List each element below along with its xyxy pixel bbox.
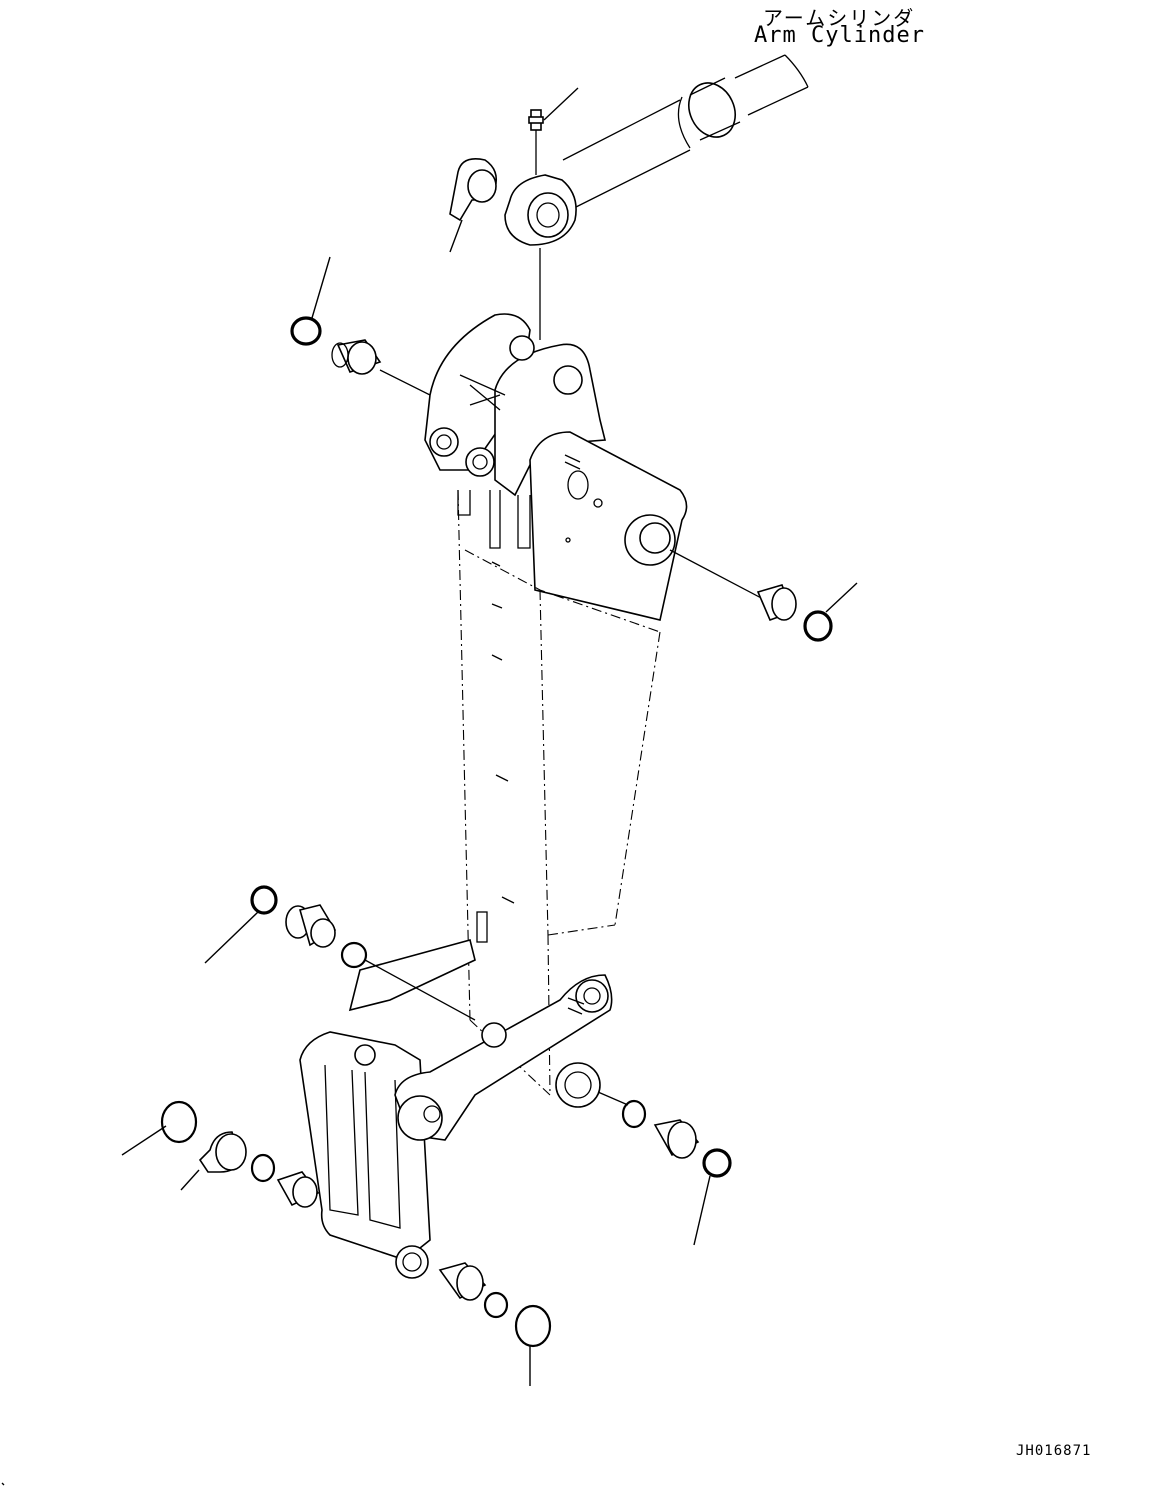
seal-icon (121, 1100, 198, 1156)
arm-cylinder-label-en: Arm Cylinder (754, 23, 925, 48)
bushing-icon (653, 1119, 700, 1159)
bushing-icon (331, 339, 471, 416)
arm-cylinder-label-jp: アームシリンダ (763, 6, 916, 30)
arm-bolt-holes (476, 561, 515, 943)
snap-ring-icon (803, 582, 858, 642)
link (299, 939, 629, 1279)
shim-icon (449, 158, 498, 253)
grease-fitting-icon (528, 87, 579, 175)
arm (424, 313, 688, 1096)
seal-icon (340, 941, 368, 969)
bushing-icon (276, 1171, 320, 1208)
bushing-icon (669, 549, 797, 622)
seal-icon (250, 1153, 276, 1183)
snap-ring-icon (204, 885, 278, 964)
shim-icon (180, 1131, 247, 1191)
bushing-icon (285, 904, 337, 948)
seal-icon (621, 1099, 647, 1129)
seal-icon (483, 1291, 509, 1319)
bushing-icon (438, 1262, 487, 1301)
drawing-code: JH016871 (1016, 1443, 1092, 1459)
snap-ring-icon (290, 256, 331, 346)
arm-cylinder (504, 54, 809, 340)
snap-ring-icon (693, 1148, 732, 1246)
seal-icon (514, 1304, 552, 1386)
